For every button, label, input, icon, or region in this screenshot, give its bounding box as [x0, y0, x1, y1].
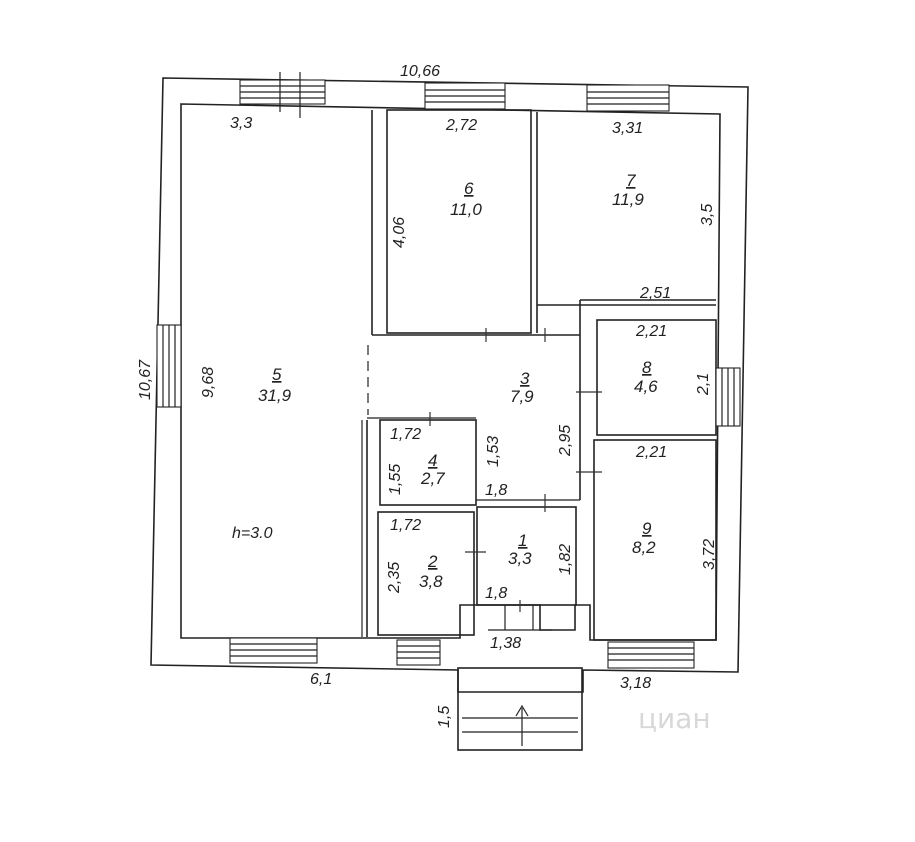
dim-bottom-left: 6,1 [310, 671, 332, 688]
room-6-outline [386, 109, 532, 334]
room-8-outer-width: 2,51 [639, 285, 671, 302]
entrance-door [488, 605, 552, 631]
room-2-number: 2 [427, 552, 438, 571]
room-8-length: 2,1 [695, 373, 712, 396]
room-7-number: 7 [626, 171, 636, 190]
window-top-2 [424, 82, 506, 110]
room-5-area: 31,9 [258, 386, 292, 405]
room-1-area: 3,3 [508, 549, 532, 568]
room-6-width: 2,72 [445, 117, 477, 134]
room-1-number: 1 [518, 531, 527, 550]
room-4-length: 1,55 [387, 464, 404, 495]
room-8-area: 4,6 [634, 377, 658, 396]
inner-wall [180, 103, 721, 641]
room-9-outline [593, 439, 717, 641]
room-4-number: 4 [428, 451, 437, 470]
room-8-width: 2,21 [635, 323, 667, 340]
room-5-width: 3,3 [230, 115, 252, 132]
room-9-length: 3,72 [701, 539, 718, 570]
room-9-number: 9 [642, 519, 652, 538]
window-top-1 [239, 72, 326, 118]
room-3-number: 3 [520, 369, 530, 388]
room-6-area: 11,0 [450, 200, 482, 219]
dim-bottom-right: 3,18 [620, 675, 651, 692]
dim-entrance-width: 1,38 [490, 635, 521, 652]
room-5-length: 9,68 [200, 367, 217, 398]
outer-wall [150, 77, 749, 693]
room-7-area: 11,9 [612, 190, 644, 209]
room-8-number: 8 [642, 358, 652, 377]
room-9-area: 8,2 [632, 538, 656, 557]
dim-porch-depth: 1,5 [436, 706, 453, 728]
room-7-length: 3,5 [699, 204, 716, 226]
room-4-area: 2,7 [420, 469, 445, 488]
room-4-width: 1,72 [390, 426, 421, 443]
room-7-width: 3,31 [612, 120, 643, 137]
room-4-bottom: 1,8 [485, 482, 507, 499]
window-top-3 [586, 84, 670, 112]
room-1-length: 1,82 [557, 544, 574, 575]
porch [457, 667, 583, 751]
room-6-number: 6 [464, 179, 474, 198]
ceiling-height: h=3.0 [232, 525, 273, 542]
room-3-length: 2,95 [557, 425, 574, 457]
dim-left: 10,67 [137, 359, 154, 400]
window-left [156, 324, 182, 408]
room-4-outline [379, 419, 477, 506]
window-bottom-1 [229, 637, 318, 664]
room-9-width: 2,21 [635, 444, 667, 461]
watermark-logo: циан [638, 702, 711, 735]
room-2-outline [377, 511, 475, 636]
room-5-number: 5 [272, 365, 282, 384]
room-6-length: 4,06 [391, 217, 408, 248]
room-2-length: 2,35 [386, 562, 403, 594]
window-right [715, 367, 741, 427]
room-2-area: 3,8 [419, 572, 443, 591]
window-bottom-3 [607, 641, 695, 669]
dim-top: 10,66 [400, 63, 440, 80]
room-1-outline [476, 506, 577, 606]
entry-arrow-icon [515, 704, 529, 746]
window-bottom-2 [396, 639, 441, 666]
room-1-width: 1,8 [485, 585, 507, 602]
room-3-width: 1,53 [485, 436, 502, 467]
room-3-area: 7,9 [510, 387, 534, 406]
room-2-width: 1,72 [390, 517, 421, 534]
